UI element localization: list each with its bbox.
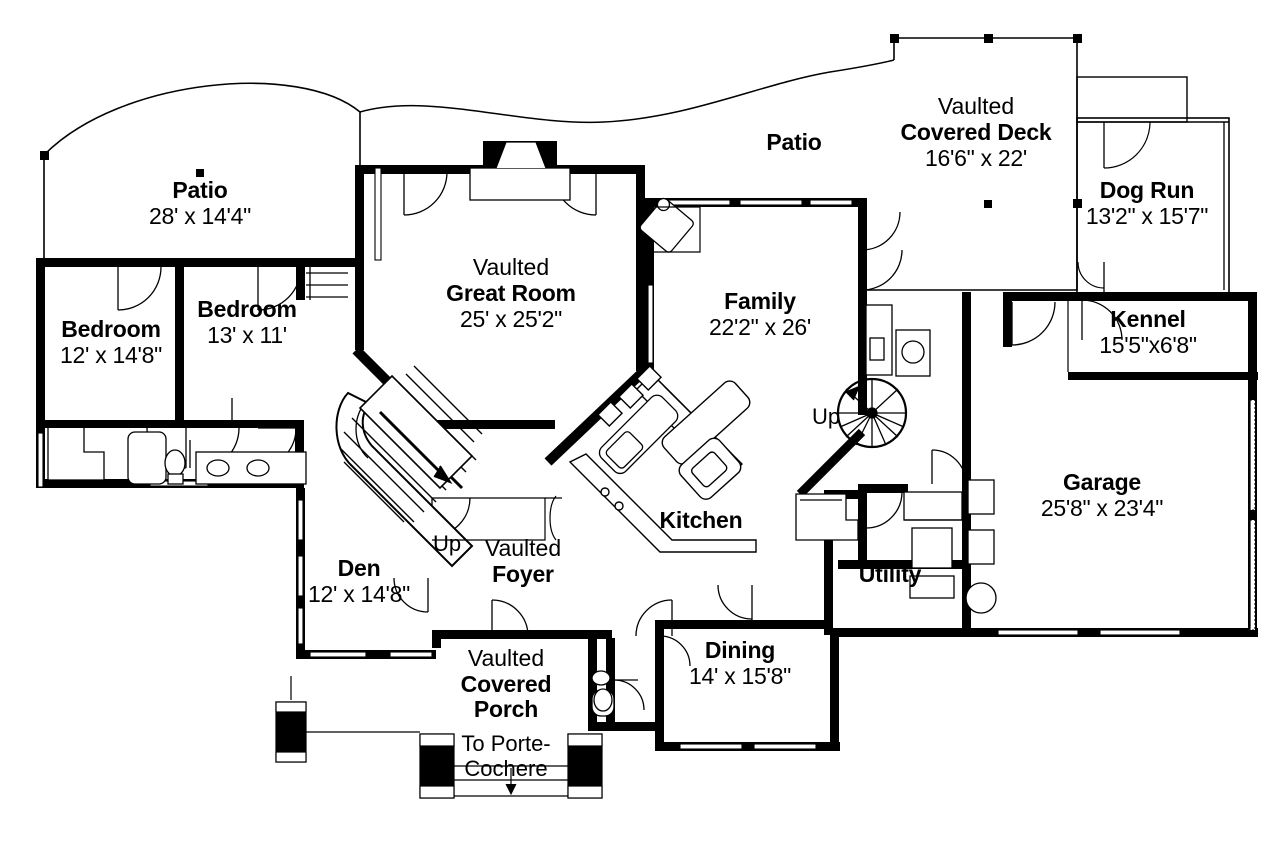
room-label-kitchen: Kitchen (659, 507, 743, 534)
porte-cochere-line1: To Porte- (461, 731, 551, 756)
room-name: Family (724, 288, 796, 314)
room-name: Utility (858, 561, 922, 587)
room-name: Kennel (1110, 306, 1186, 332)
room-name: Bedroom (61, 316, 161, 342)
room-name: Kitchen (659, 507, 743, 533)
room-prefix: Vaulted (472, 254, 550, 280)
annotation-up-spiral: Up (811, 404, 841, 430)
spiral-stair (836, 377, 908, 449)
room-label-den: Den 12' x 14'8" (308, 555, 410, 608)
room-prefix: Vaulted (937, 93, 1015, 119)
room-name: Garage (1062, 469, 1142, 495)
room-dims: 15'5"x6'8" (1099, 331, 1197, 358)
room-label-bedroom-1: Bedroom 12' x 14'8" (60, 316, 162, 369)
room-name: Patio (766, 129, 822, 155)
room-dims: 12' x 14'8" (60, 341, 162, 368)
room-prefix: Vaulted (467, 645, 545, 671)
room-label-family: Family 22'2" x 26' (709, 288, 811, 341)
room-name: Den (337, 555, 381, 581)
room-name: Great Room (446, 279, 576, 306)
room-label-dining: Dining 14' x 15'8" (689, 637, 791, 690)
room-label-foyer: Vaulted Foyer (484, 535, 562, 588)
room-dims: 22'2" x 26' (709, 313, 811, 340)
room-label-dog-run: Dog Run 13'2" x 15'7" (1085, 177, 1209, 230)
annotation-up-stair-main: Up (432, 531, 462, 557)
room-label-great-room: Vaulted Great Room 25' x 25'2" (446, 254, 576, 332)
room-label-patio-left: Patio 28' x 14'4" (149, 177, 251, 230)
porte-cochere-line2: Cochere (464, 755, 548, 781)
room-dims: 16'6" x 22' (925, 144, 1027, 171)
porch-columns (275, 676, 603, 799)
room-name: Dining (704, 637, 776, 663)
room-dims: 28' x 14'4" (149, 202, 251, 229)
room-label-kennel: Kennel 15'5"x6'8" (1099, 306, 1197, 359)
up-label: Up (811, 404, 841, 429)
main-stair (335, 365, 483, 568)
room-prefix: Vaulted (484, 535, 562, 561)
room-label-utility: Utility (858, 561, 922, 588)
room-name: Covered Deck (900, 118, 1052, 145)
room-name: Bedroom (197, 296, 297, 322)
roofline-curve (359, 59, 895, 124)
room-dims: 25'8" x 23'4" (1040, 494, 1164, 521)
room-label-covered-deck: Vaulted Covered Deck 16'6" x 22' (900, 93, 1052, 171)
room-label-bedroom-2: Bedroom 13' x 11' (197, 296, 297, 349)
room-name: Foyer (492, 560, 554, 587)
up-label: Up (432, 531, 462, 556)
room-dims: 12' x 14'8" (308, 580, 410, 607)
room-dims: 25' x 25'2" (460, 305, 562, 332)
room-dims: 13' x 11' (207, 321, 287, 348)
room-label-patio-right: Patio (766, 129, 822, 156)
patio-left-outline (40, 82, 361, 263)
annotation-to-porte-cochere: To Porte- Cochere (461, 731, 551, 781)
room-name: Dog Run (1099, 177, 1195, 203)
room-label-garage: Garage 25'8" x 23'4" (1040, 469, 1164, 522)
room-dims: 14' x 15'8" (689, 662, 791, 689)
room-dims: 13'2" x 15'7" (1085, 202, 1209, 229)
dog-run-outline (1073, 76, 1230, 294)
room-name: Patio (172, 177, 228, 203)
